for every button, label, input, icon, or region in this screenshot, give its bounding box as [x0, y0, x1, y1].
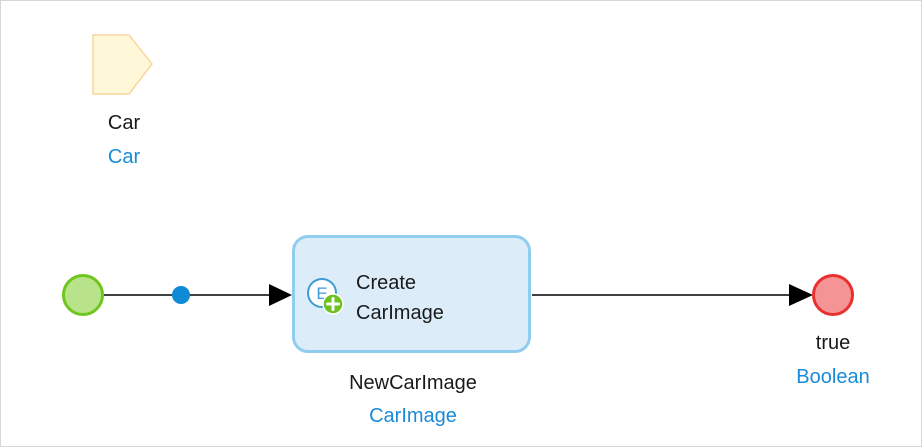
end-event[interactable]	[812, 274, 854, 316]
flow-connection-dot[interactable]	[172, 286, 190, 304]
parameter-name: Car	[107, 112, 141, 134]
end-event-value: true	[815, 332, 851, 354]
activity-entity-label: CarImage	[356, 302, 444, 324]
create-entity-icon: E	[307, 278, 344, 315]
activity-output-type: CarImage	[369, 405, 457, 427]
activity-action-label: Create	[356, 272, 417, 294]
parameter-pentagon-icon[interactable]	[92, 34, 153, 95]
end-event-type: Boolean	[796, 366, 870, 388]
entity-letter: E	[316, 284, 327, 303]
activity-caption: Create CarImage	[356, 268, 444, 328]
activity-output-name: NewCarImage	[349, 372, 477, 394]
create-object-activity[interactable]: E Create CarImage	[292, 235, 531, 353]
arrowhead-to-end	[789, 284, 813, 306]
arrowhead-to-activity	[269, 284, 292, 306]
parameter-type: Car	[107, 146, 141, 168]
start-event[interactable]	[62, 274, 104, 316]
